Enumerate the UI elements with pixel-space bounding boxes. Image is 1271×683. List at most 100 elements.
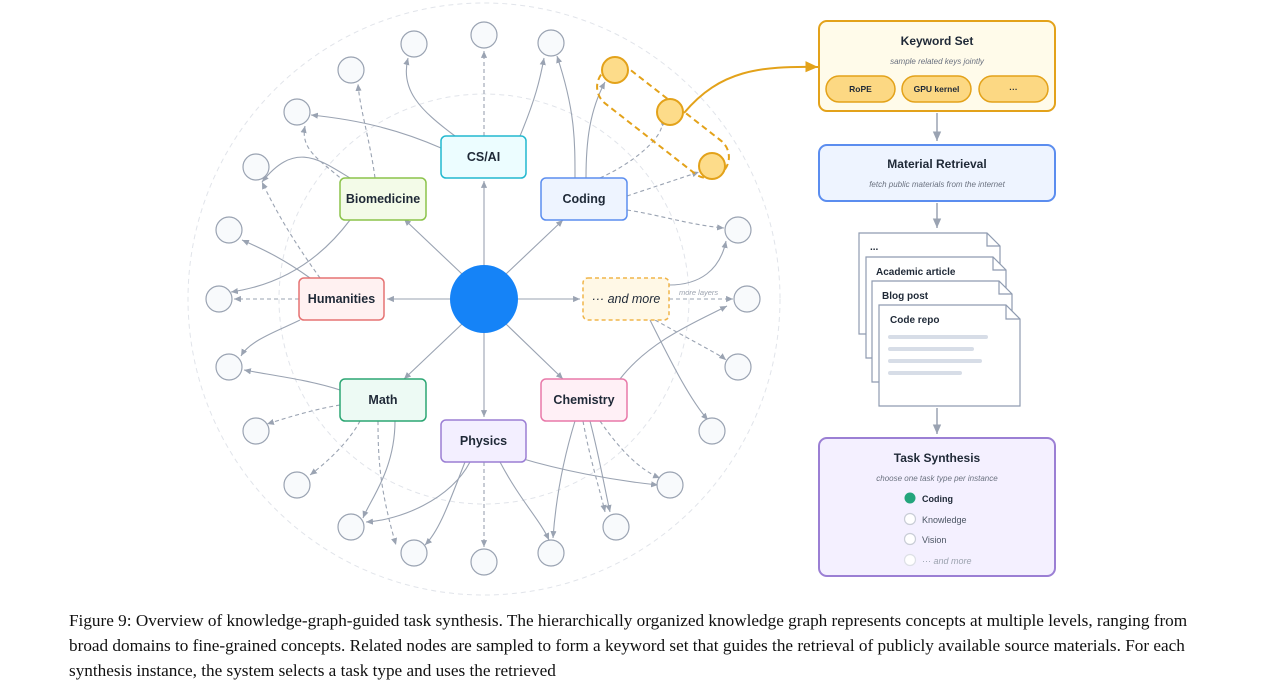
- domain-node-csai[interactable]: CS/AI: [440, 135, 527, 179]
- graph-edge: [519, 457, 659, 488]
- graph-edge: [649, 319, 709, 421]
- svg-text:Blog post: Blog post: [882, 291, 929, 302]
- svg-text:Coding: Coding: [922, 494, 953, 504]
- outer-orbit-ring: [187, 2, 781, 596]
- leaf-concept-node[interactable]: [470, 548, 498, 576]
- graph-edge: [309, 420, 361, 476]
- svg-text:Code repo: Code repo: [890, 315, 939, 326]
- graph-edge: [377, 420, 398, 546]
- task-option-coding[interactable]: Coding: [904, 492, 954, 505]
- leaf-concept-node[interactable]: [537, 29, 565, 57]
- leaf-concept-node[interactable]: [283, 98, 311, 126]
- leaf-concept-node[interactable]: [242, 153, 270, 181]
- task-synthesis-subtitle: choose one task type per instance: [876, 474, 998, 483]
- domain-label: Coding: [562, 192, 605, 206]
- svg-text:Knowledge: Knowledge: [922, 515, 967, 525]
- root-edge: [403, 218, 463, 275]
- leaf-concept-node[interactable]: [283, 471, 311, 499]
- keyword-set-subtitle: sample related keys jointly: [890, 57, 985, 66]
- leaf-concept-node[interactable]: [537, 539, 565, 567]
- domain-node-coding[interactable]: Coding: [540, 177, 628, 221]
- leaf-concept-node[interactable]: [215, 353, 243, 381]
- graph-edge: [403, 57, 456, 137]
- graph-edge: [261, 181, 321, 279]
- task-option-knowledge[interactable]: Knowledge: [903, 512, 967, 526]
- svg-text:...: ...: [870, 242, 879, 253]
- graph-edge: [424, 461, 466, 546]
- keyword-chip-gpu-kernel[interactable]: GPU kernel: [901, 75, 972, 103]
- leaf-concept-node[interactable]: [602, 513, 630, 541]
- leaf-concept-node[interactable]: [656, 471, 684, 499]
- domain-node-humanities[interactable]: Humanities: [298, 277, 385, 321]
- sample-to-keyword-arrow: [683, 61, 819, 114]
- svg-text:Academic article: Academic article: [876, 267, 956, 278]
- domain-label: Humanities: [308, 292, 375, 306]
- keyword-chip-more[interactable]: ···: [978, 75, 1049, 103]
- graph-edge: [556, 55, 576, 179]
- sampled-node[interactable]: [698, 152, 726, 180]
- leaf-concept-node[interactable]: [733, 285, 761, 313]
- graph-edge: [362, 420, 396, 519]
- graph-edge: [585, 81, 606, 179]
- svg-text:Vision: Vision: [922, 535, 946, 545]
- leaf-concept-node[interactable]: [337, 513, 365, 541]
- root-concept-node[interactable]: [450, 265, 518, 333]
- leaf-nodes: [205, 21, 761, 576]
- sampled-node[interactable]: [601, 56, 629, 84]
- leaf-concept-node[interactable]: [400, 539, 428, 567]
- graph-edge: [654, 319, 727, 361]
- leaf-concept-node[interactable]: [724, 353, 752, 381]
- task-synthesis-title: Task Synthesis: [894, 451, 981, 465]
- knowledge-graph-figure: CS/AI Biomedicine Coding Humanities ··· …: [187, 2, 1056, 596]
- material-retrieval-title: Material Retrieval: [887, 157, 986, 171]
- domain-node-biomedicine[interactable]: Biomedicine: [339, 177, 427, 221]
- task-option-more[interactable]: ··· and more: [903, 553, 972, 567]
- graph-edge: [261, 156, 351, 183]
- task-option-vision[interactable]: Vision: [903, 532, 947, 546]
- material-retrieval-subtitle: fetch public materials from the internet: [869, 180, 1005, 189]
- leaf-concept-node[interactable]: [205, 285, 233, 313]
- leaf-concept-node[interactable]: [724, 216, 752, 244]
- more-layers-note: more layers: [679, 288, 718, 297]
- domain-node-chemistry[interactable]: Chemistry: [540, 378, 628, 422]
- graph-edge: [240, 319, 301, 357]
- graph-edge: [266, 404, 341, 425]
- graph-edge: [626, 209, 725, 231]
- leaf-concept-node[interactable]: [400, 30, 428, 58]
- domain-node-physics[interactable]: Physics: [440, 419, 527, 463]
- leaf-concept-node[interactable]: [337, 56, 365, 84]
- leaf-concept-node[interactable]: [242, 417, 270, 445]
- domain-label: CS/AI: [467, 150, 500, 164]
- sampled-keyword-group: [596, 56, 819, 180]
- graph-edge: [626, 171, 700, 197]
- graph-edge: [519, 57, 546, 137]
- root-edge: [505, 219, 564, 275]
- graph-edge: [668, 240, 728, 286]
- document-card: Code repo: [878, 304, 1021, 407]
- keyword-chip-rope[interactable]: RoPE: [825, 75, 896, 103]
- sampled-node[interactable]: [656, 98, 684, 126]
- graph-edge: [300, 125, 346, 183]
- domain-node-math[interactable]: Math: [339, 378, 427, 422]
- document-stack: ... Academic article Blog post Code repo: [858, 232, 1021, 407]
- svg-text:GPU kernel: GPU kernel: [914, 84, 960, 94]
- figure-caption: Figure 9: Overview of knowledge-graph-gu…: [69, 611, 1188, 680]
- graph-edge: [241, 239, 311, 279]
- domain-label: Chemistry: [553, 393, 614, 407]
- graph-edge: [310, 112, 442, 149]
- graph-edge: [243, 368, 341, 391]
- svg-text:···: ···: [1009, 84, 1018, 94]
- keyword-set-title: Keyword Set: [901, 34, 974, 48]
- graph-edge: [619, 305, 728, 380]
- task-synthesis-panel: Task Synthesis choose one task type per …: [818, 437, 1056, 577]
- domain-label: Biomedicine: [346, 192, 420, 206]
- leaf-concept-node[interactable]: [698, 417, 726, 445]
- root-edge: [505, 323, 564, 380]
- leaf-concept-node[interactable]: [215, 216, 243, 244]
- svg-text:··· and more: ··· and more: [922, 556, 972, 566]
- svg-text:RoPE: RoPE: [849, 84, 872, 94]
- graph-edges: [230, 51, 733, 547]
- root-edge: [403, 323, 463, 380]
- domain-node-and-more[interactable]: ··· and more: [582, 277, 670, 321]
- leaf-concept-node[interactable]: [470, 21, 498, 49]
